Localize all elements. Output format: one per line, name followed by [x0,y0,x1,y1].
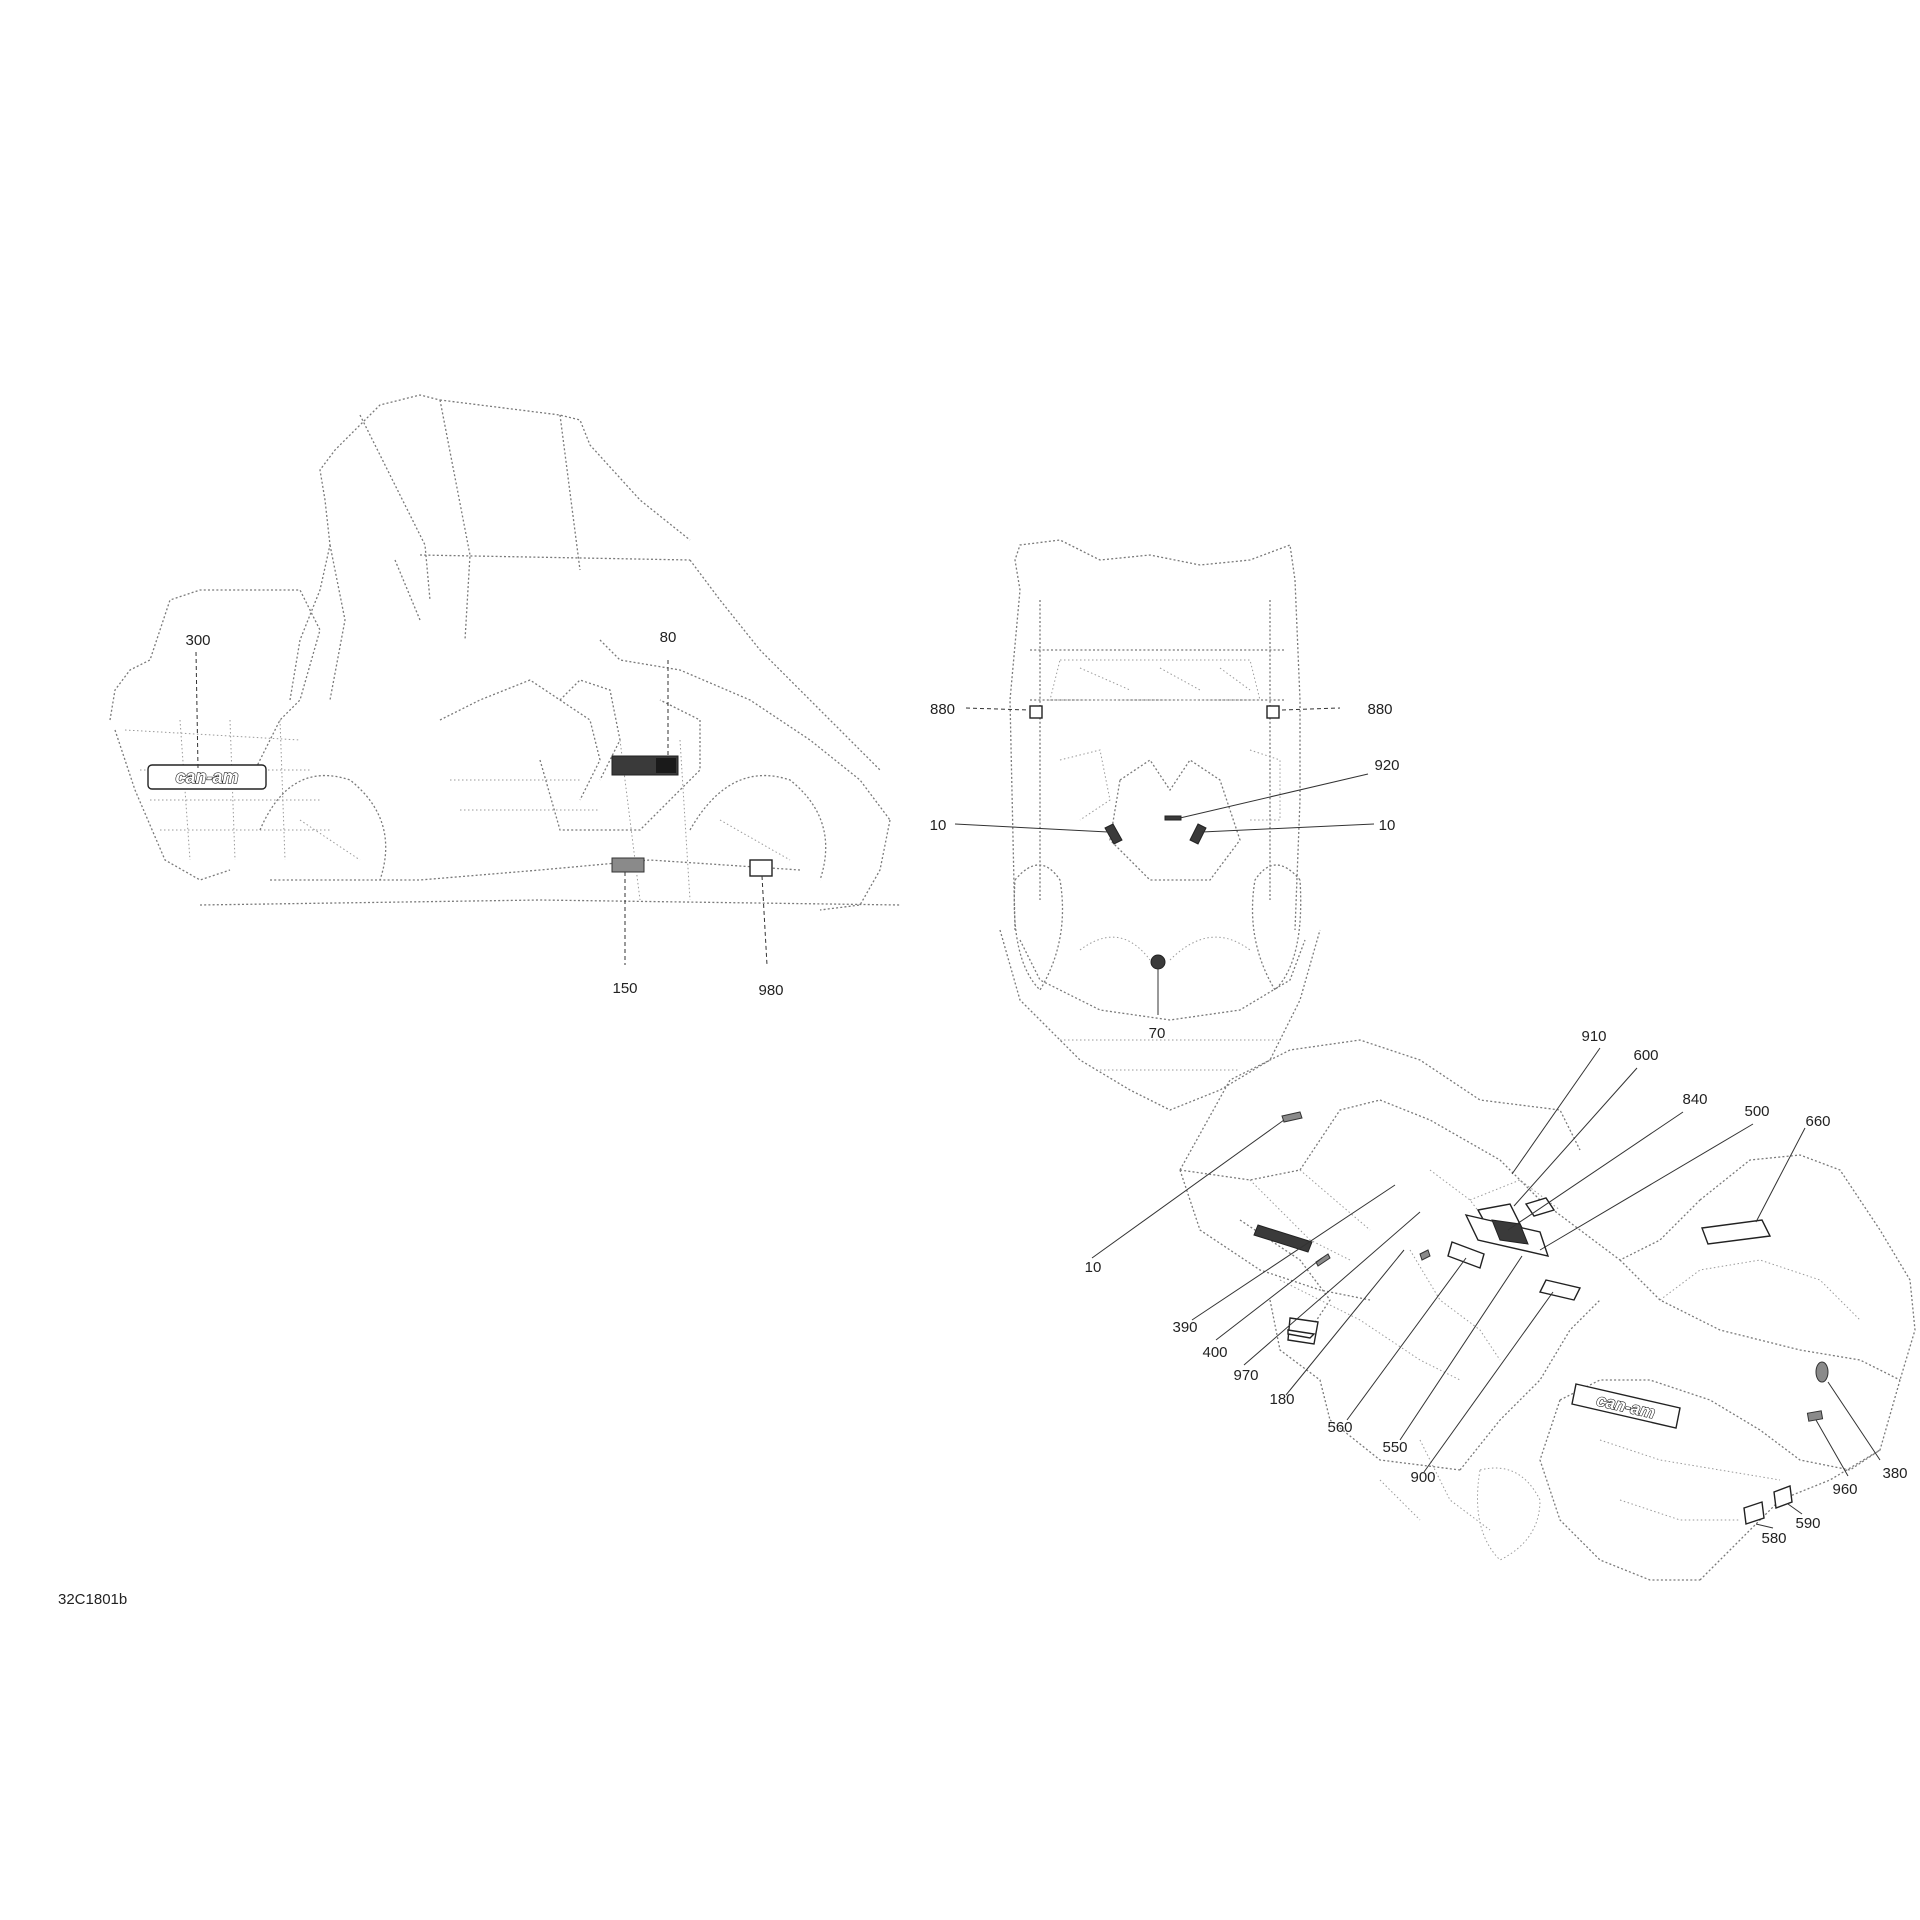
callout-980: 980 [758,982,783,999]
callout-960: 960 [1832,1481,1857,1498]
callout-580: 580 [1761,1530,1786,1547]
iso-decal-390 [1253,1224,1313,1253]
iso-decal-10 [1281,1111,1303,1123]
callout-900: 900 [1410,1469,1435,1486]
callout-10-front-right: 10 [1379,817,1396,834]
front-decal-920 [1164,815,1182,821]
front-decal-880-left [1029,705,1043,719]
iso-decal-500 [1491,1219,1529,1245]
callout-180: 180 [1269,1391,1294,1408]
callout-400: 400 [1202,1344,1227,1361]
iso-decal-590 [1773,1485,1793,1509]
callout-10-iso: 10 [1085,1259,1102,1276]
iso-decal-580 [1743,1501,1765,1525]
front-decal-880-right [1266,705,1280,719]
callout-150: 150 [612,980,637,997]
callout-390: 390 [1172,1319,1197,1336]
callout-10-front-left: 10 [930,817,947,834]
side-decal-980 [749,859,773,877]
iso-decal-550 [1447,1241,1485,1269]
iso-decal-400 [1315,1253,1331,1267]
callout-380: 380 [1882,1465,1907,1482]
iso-decal-660 [1701,1219,1772,1245]
front-decal-10-left [1104,823,1123,845]
side-rear-logo-decal: can-am [147,764,267,790]
callout-500: 500 [1744,1103,1769,1120]
callout-920: 920 [1374,757,1399,774]
figure-code: 32C1801b [58,1591,127,1608]
front-emblem-70 [1150,954,1166,970]
side-decal-150 [611,857,645,873]
callout-600: 600 [1633,1047,1658,1064]
callout-880-left: 880 [930,701,955,718]
front-decal-10-right [1189,823,1207,845]
callout-590: 590 [1795,1515,1820,1532]
callout-840: 840 [1682,1091,1707,1108]
front-view: 880 880 920 10 10 70 [930,539,1400,1111]
callout-970: 970 [1233,1367,1258,1384]
iso-decal-900 [1538,1279,1582,1301]
callout-660: 660 [1805,1113,1830,1130]
iso-decal-380 [1815,1361,1829,1383]
iso-decal-180 [1287,1329,1316,1339]
callout-880-right: 880 [1367,701,1392,718]
callout-70: 70 [1149,1025,1166,1042]
side-view: can-am 300 80 150 980 [109,394,901,999]
callout-80: 80 [660,629,677,646]
iso-decal-960 [1806,1410,1824,1422]
iso-decal-560 [1419,1249,1431,1261]
callout-910: 910 [1581,1028,1606,1045]
callout-550: 550 [1382,1439,1407,1456]
callout-560: 560 [1327,1419,1352,1436]
iso-decal-910 [1524,1197,1556,1217]
iso-view: can-am 10 390 400 970 180 560 550 900 91… [1085,1028,1916,1581]
iso-rear-logo-decal: can-am [1571,1383,1681,1429]
side-front-logo-decal [611,755,679,776]
callout-300: 300 [185,632,210,649]
svg-text:can-am: can-am [175,767,238,787]
